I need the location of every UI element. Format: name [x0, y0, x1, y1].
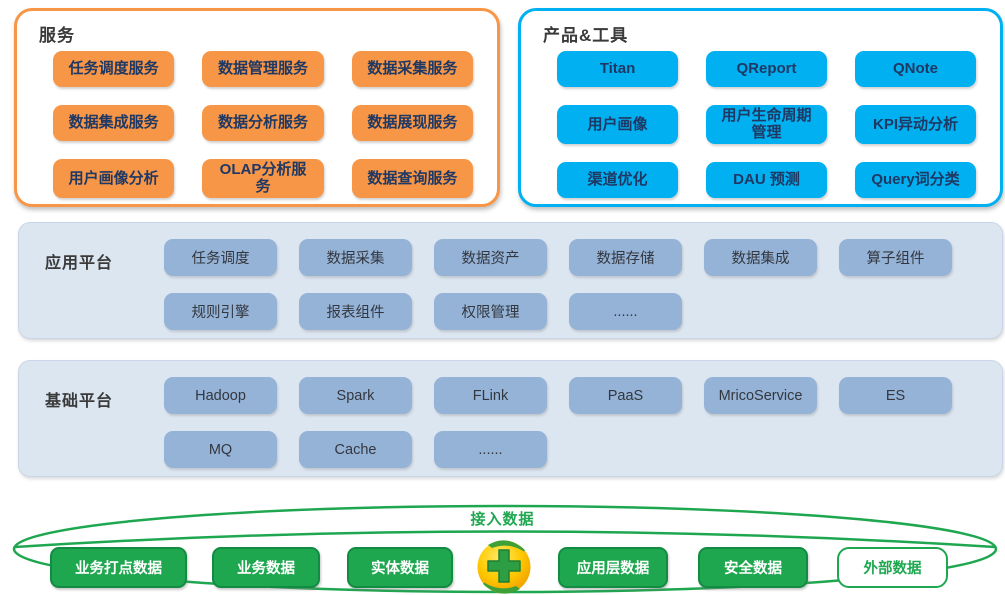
data-access-title: 接入数据 — [470, 511, 535, 528]
app-platform-item: 权限管理 — [434, 293, 547, 330]
data-source-item-external: 外部数据 — [837, 547, 948, 588]
service-panel: 服务 任务调度服务 数据管理服务 数据采集服务 数据集成服务 数据分析服务 数据… — [14, 8, 500, 207]
service-item: 数据查询服务 — [351, 159, 473, 198]
product-item: KPI异动分析 — [855, 105, 976, 144]
service-item: 数据集成服务 — [53, 105, 175, 141]
product-item: 渠道优化 — [557, 161, 678, 198]
product-item: QNote — [855, 51, 976, 87]
service-item: 数据采集服务 — [351, 51, 473, 87]
app-platform-item: 任务调度 — [164, 239, 277, 276]
data-source-item: 应用层数据 — [558, 547, 668, 588]
base-platform-item: ES — [839, 377, 952, 414]
base-platform-section: 基础平台 Hadoop Spark FLink PaaS MricoServic… — [18, 360, 1003, 477]
360-safe-ball-icon — [477, 540, 531, 594]
product-item: 用户画像 — [557, 105, 678, 144]
service-item: 用户画像分析 — [53, 159, 175, 198]
app-platform-item: 算子组件 — [839, 239, 952, 276]
service-item: 数据管理服务 — [202, 51, 324, 87]
data-source-item: 安全数据 — [698, 547, 808, 588]
base-platform-row1: Hadoop Spark FLink PaaS MricoService ES — [164, 377, 952, 414]
product-tools-panel-title: 产品&工具 — [543, 26, 629, 45]
product-tools-panel: 产品&工具 Titan QReport QNote 用户画像 用户生命周期管理 … — [518, 8, 1003, 207]
app-platform-item: 报表组件 — [299, 293, 412, 330]
service-panel-title: 服务 — [39, 26, 75, 45]
app-platform-row1: 任务调度 数据采集 数据资产 数据存储 数据集成 算子组件 — [164, 239, 952, 276]
base-platform-item: ...... — [434, 431, 547, 468]
service-item: 数据分析服务 — [202, 105, 324, 141]
app-platform-section: 应用平台 任务调度 数据采集 数据资产 数据存储 数据集成 算子组件 规则引擎 … — [18, 222, 1003, 339]
base-platform-item: Spark — [299, 377, 412, 414]
data-source-item: 业务打点数据 — [50, 547, 187, 588]
product-grid: Titan QReport QNote 用户画像 用户生命周期管理 KPI异动分… — [557, 51, 976, 198]
product-item: 用户生命周期管理 — [706, 105, 827, 144]
service-grid: 任务调度服务 数据管理服务 数据采集服务 数据集成服务 数据分析服务 数据展现服… — [53, 51, 473, 198]
base-platform-item: MQ — [164, 431, 277, 468]
base-platform-item: MricoService — [704, 377, 817, 414]
app-platform-item: 数据采集 — [299, 239, 412, 276]
product-item: DAU 预测 — [706, 161, 827, 198]
service-item: 数据展现服务 — [351, 105, 473, 141]
base-platform-item: Hadoop — [164, 377, 277, 414]
base-platform-item: FLink — [434, 377, 547, 414]
base-platform-row2: MQ Cache ...... — [164, 431, 952, 468]
app-platform-item: 数据集成 — [704, 239, 817, 276]
base-platform-title: 基础平台 — [45, 393, 114, 410]
app-platform-row2: 规则引擎 报表组件 权限管理 ...... — [164, 293, 952, 330]
app-platform-item: ...... — [569, 293, 682, 330]
data-source-item: 实体数据 — [347, 547, 453, 588]
app-platform-item: 数据存储 — [569, 239, 682, 276]
app-platform-item: 数据资产 — [434, 239, 547, 276]
service-item: OLAP分析服务 — [202, 159, 324, 198]
app-platform-item: 规则引擎 — [164, 293, 277, 330]
app-platform-title: 应用平台 — [45, 255, 114, 272]
base-platform-item: PaaS — [569, 377, 682, 414]
product-item: Query词分类 — [855, 161, 976, 198]
service-item: 任务调度服务 — [53, 51, 175, 87]
product-item: QReport — [706, 51, 827, 87]
data-source-item: 业务数据 — [212, 547, 320, 588]
product-item: Titan — [557, 51, 678, 87]
base-platform-item: Cache — [299, 431, 412, 468]
